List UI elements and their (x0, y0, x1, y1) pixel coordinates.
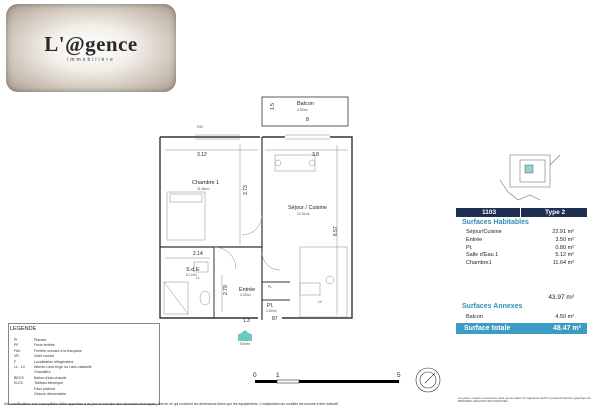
dim-height-sejour: 6.57 (333, 226, 339, 236)
legend-text: Attente Lave-linge ou Lave-vaisselle (34, 365, 92, 369)
legend-row: Chaudière (14, 370, 51, 374)
habitables-total: 43.97 m² (548, 294, 574, 301)
scale-5: 5 (397, 372, 401, 379)
habitable-value: 22.91 m² (552, 229, 574, 235)
room-label-entree: Entrée (239, 287, 256, 293)
legend-code: ELEC (14, 381, 24, 386)
room-label-balcon: Balcon (297, 101, 314, 107)
balcony-outline (261, 96, 349, 127)
total-label: Surface totale (464, 325, 511, 332)
legend-text: Fenêtre ouvrant à la française (34, 348, 82, 353)
room-label-chambre: Chambre 1 (192, 180, 220, 186)
footer-right-note: Les plans, croquis et esquisses, ainsi q… (458, 396, 591, 404)
apartment-type: Type 2 (545, 209, 566, 216)
legend-row: LL - LV Attente Lave-linge ou Lave-vaisse… (14, 365, 92, 369)
dim-width-sejour: 3.8 (312, 152, 319, 158)
lot-number-band: 1103 (456, 208, 520, 217)
habitable-name: Chambre1 (466, 260, 492, 267)
logo-text: L'@gence (44, 32, 138, 56)
legend-title: LEGENDE (10, 326, 37, 332)
habitable-name: Séjour/Cuisine (466, 229, 502, 235)
agency-logo: L'@gence immobilière (6, 4, 176, 92)
habitable-value: 3.50 m² (555, 236, 574, 243)
scale-0: 0 (253, 372, 257, 379)
total-band: Surface totale 48.47 m² (456, 323, 587, 334)
legend-row: F Localisation réfrigérateur (14, 360, 74, 364)
legend-code: VR (14, 354, 19, 359)
habitable-name: Pl. (466, 244, 473, 251)
legend-code: FAV (14, 348, 21, 353)
legend-text: Porte fenêtre (34, 343, 55, 348)
legend-text: Faux plafond (34, 386, 55, 391)
footer-disclaimer: Des modifications sont susceptibles d'êt… (4, 402, 339, 406)
legend-row: Cloison démontable (14, 392, 66, 396)
legend-code: PF (14, 343, 19, 348)
legend-row: PF Porte fenêtre (14, 343, 55, 347)
habitable-value: 5.12 m² (555, 252, 574, 259)
logo-subtitle: immobilière (67, 57, 115, 63)
annexe-value: 4.50 m² (555, 314, 574, 320)
entry-marker-label: Entrée (240, 342, 251, 346)
room-area-balcon: 4.50m² (297, 108, 308, 112)
lv-label: LV (318, 300, 323, 304)
habitable-name: Salle d'Eau 1 (466, 252, 499, 259)
habitables-title: Surfaces Habitables (462, 219, 529, 226)
legend-code: LL - LV (14, 365, 26, 369)
habitable-value: 0.80 m² (555, 244, 574, 251)
room-label-sde: S.d.E (186, 267, 200, 273)
type-band: Type 2 (521, 208, 587, 217)
dim-balcon-depth: 1.5 (270, 103, 276, 110)
legend-text: Volet roulant (34, 354, 54, 359)
dim-height-chambre: 3.73 (243, 185, 249, 195)
legend-row: Pl Placard (14, 338, 46, 342)
legend-row: ELEC Tableau électrique (14, 381, 63, 385)
habitable-name: Entrée (466, 236, 483, 243)
legend-row: BECS Ballon d'eau chaude (14, 376, 66, 380)
room-area-sde: 5.12m² (186, 273, 197, 277)
dim-balcon-mark: 8 (306, 117, 309, 123)
ll-label: LL (196, 276, 200, 280)
total-value: 48.47 m² (552, 325, 581, 332)
room-label-pl: Pl. (267, 303, 274, 309)
scale-1: 1 (276, 372, 280, 379)
compass-icon (415, 367, 441, 393)
room-area-entree: 3.50m² (240, 293, 251, 297)
dim-pl: 87 (272, 316, 278, 322)
room-area-pl: 0.80m² (266, 309, 277, 313)
legend-code: Pl (14, 338, 18, 342)
legend-text: Chaudière (34, 370, 51, 375)
legend-text: Cloison démontable (34, 392, 66, 396)
legend-row: Faux plafond (14, 387, 55, 391)
annexes-title: Surfaces Annexes (462, 303, 523, 310)
habitable-value: 11.64 m² (552, 260, 574, 267)
placard-label: PL (268, 285, 273, 289)
legend-text: Localisation réfrigérateur (34, 359, 74, 364)
legend-row: VR Volet roulant (14, 354, 54, 358)
window-label: FAV (197, 125, 204, 129)
dim-width-sde: 2.14 (193, 251, 203, 257)
legend-code: BECS (14, 375, 24, 380)
dim-width-chambre: 3.12 (197, 152, 207, 158)
room-label-sejour: Séjour / Cuisine (288, 205, 327, 211)
room-area-chambre: 11.64m² (197, 187, 210, 191)
legend-row: FAV Fenêtre ouvrant à la française (14, 349, 82, 353)
annexe-name: Balcon (466, 314, 483, 320)
legend-code: F (14, 359, 17, 364)
mini-map (499, 154, 561, 201)
legend-text: Tableau électrique (34, 381, 64, 386)
room-area-sejour: 22.91m² (297, 212, 310, 216)
scale-bar (255, 379, 399, 384)
legend-box (8, 323, 160, 405)
legend-text: Placard (34, 338, 47, 342)
lot-number: 1103 (482, 209, 497, 216)
dim-entree: 1.3 (243, 318, 250, 324)
dim-height-sde: 2.79 (223, 285, 229, 295)
legend-text: Ballon d'eau chaude (34, 375, 67, 380)
